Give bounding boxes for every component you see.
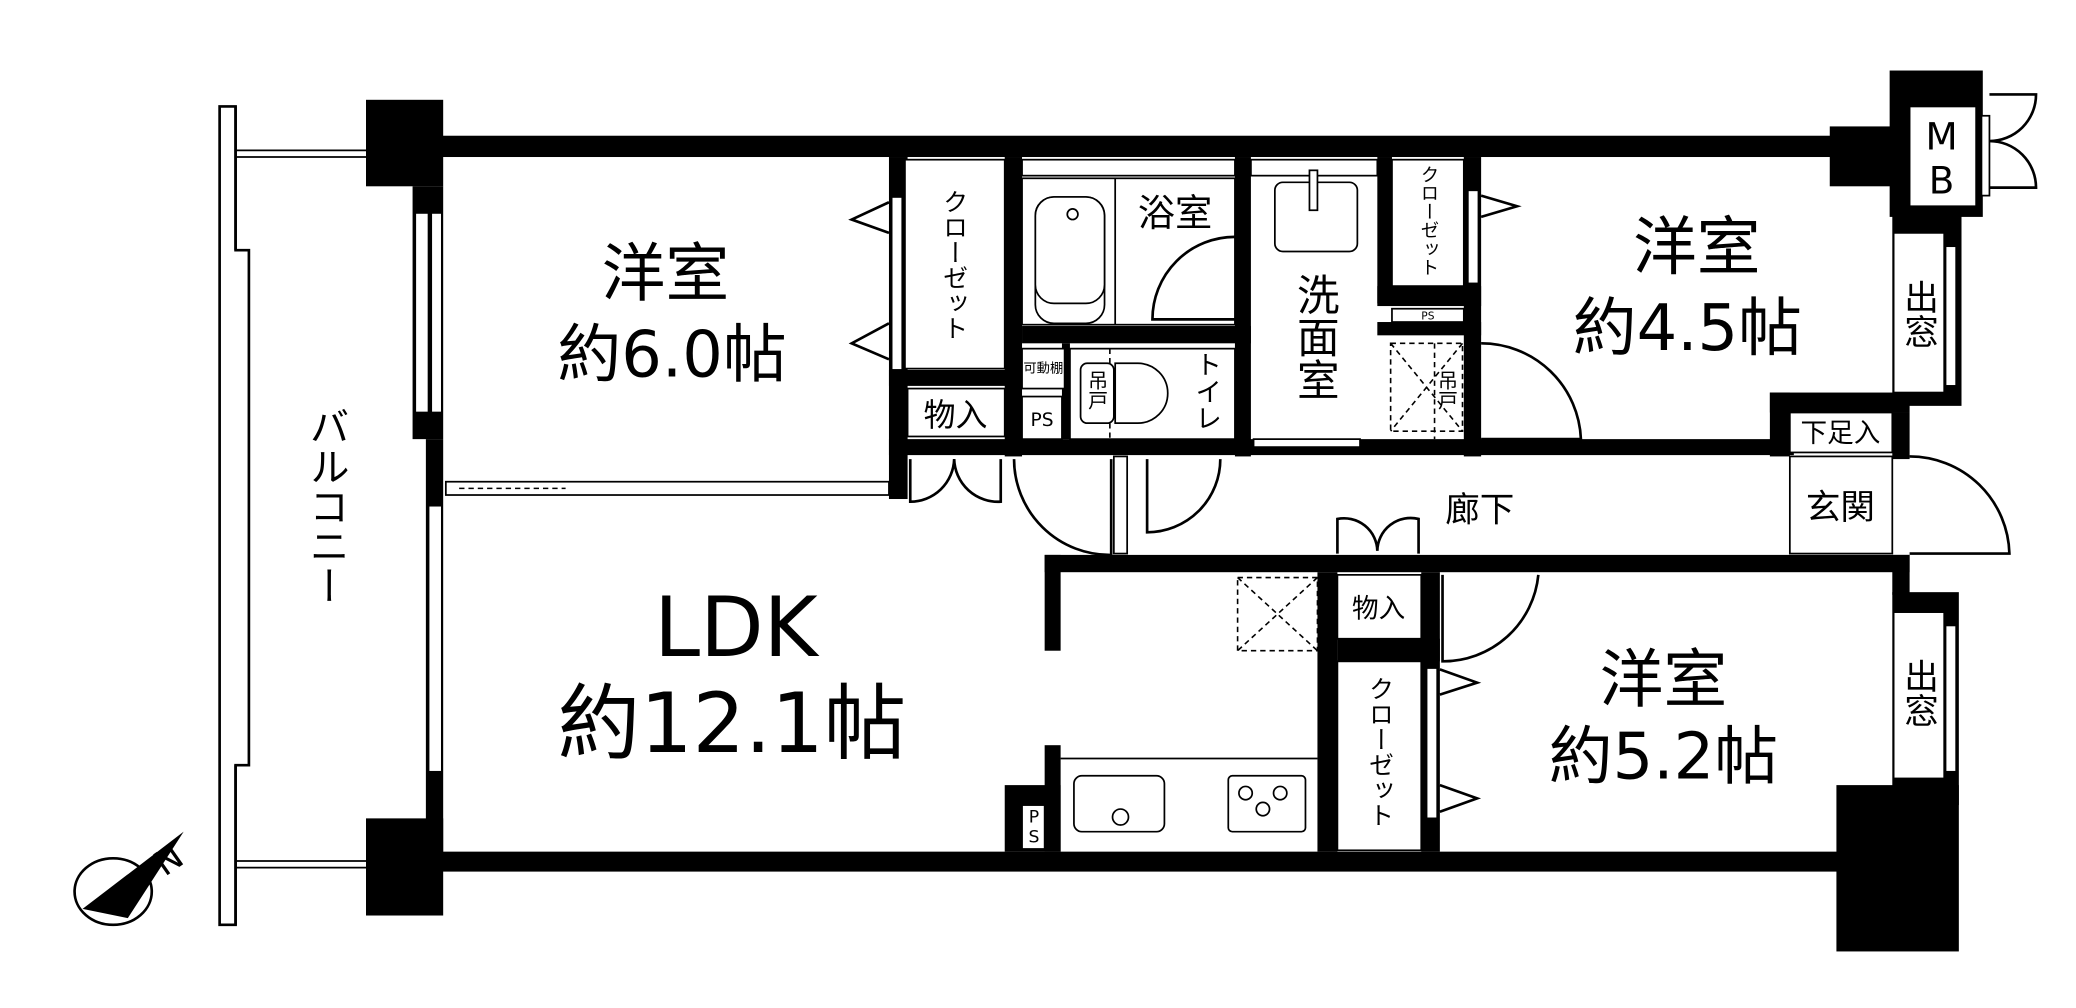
storage-label-2: 物入: [1352, 593, 1405, 624]
hallway-label: 廊下: [1445, 491, 1514, 531]
balcony: [218, 105, 367, 927]
fixtures: [848, 93, 2038, 852]
ps-label-2: PS: [1421, 309, 1434, 322]
vertical-labels: バルコニー 洗面室 トイレ MB 出窓 出窓 クローゼット クローゼット クロー…: [303, 114, 1963, 847]
room-western-45-size: 約4.5帖: [1573, 292, 1802, 366]
bay-window-label-2: 出窓: [1898, 659, 1938, 728]
ps-label-1: PS: [1030, 410, 1053, 431]
toilet-label: トイレ: [1190, 351, 1221, 431]
ps-label-3: PS: [1024, 808, 1044, 848]
hanging-cabinet-label-2: 吊戸: [1435, 370, 1459, 410]
room-western-52-name: 洋室: [1600, 643, 1728, 717]
room-labels: 洋室 約6.0帖 洋室 約4.5帖 LDK 約12.1帖 洋室 約5.2帖 浴室…: [557, 191, 1880, 794]
bathroom-label: 浴室: [1138, 191, 1213, 235]
washroom-label: 洗面室: [1290, 273, 1340, 401]
hanging-cabinet-label-1: 吊戸: [1085, 370, 1109, 410]
closet-label-2: クローゼット: [1417, 165, 1438, 277]
meter-box-label: MB: [1920, 114, 1964, 202]
room-western-6-size: 約6.0帖: [557, 319, 786, 393]
room-ldk-size: 約12.1帖: [558, 676, 907, 772]
room-ldk-name: LDK: [654, 580, 819, 676]
bay-window-label-1: 出窓: [1898, 279, 1938, 348]
balcony-label: バルコニー: [303, 406, 349, 606]
room-western-45-name: 洋室: [1633, 211, 1761, 285]
room-western-6-name: 洋室: [602, 237, 730, 311]
shoe-storage-label: 下足入: [1800, 418, 1880, 449]
closet-label-3: クローゼット: [1365, 676, 1394, 828]
compass-icon: N: [73, 831, 191, 927]
storage-label-1: 物入: [924, 396, 988, 434]
entrance-label: 玄関: [1806, 488, 1875, 528]
room-western-52-size: 約5.2帖: [1549, 720, 1778, 794]
closet-label-1: クローゼット: [940, 189, 969, 341]
windows: [414, 212, 1958, 773]
movable-shelf-label: 可動棚: [1023, 361, 1063, 377]
